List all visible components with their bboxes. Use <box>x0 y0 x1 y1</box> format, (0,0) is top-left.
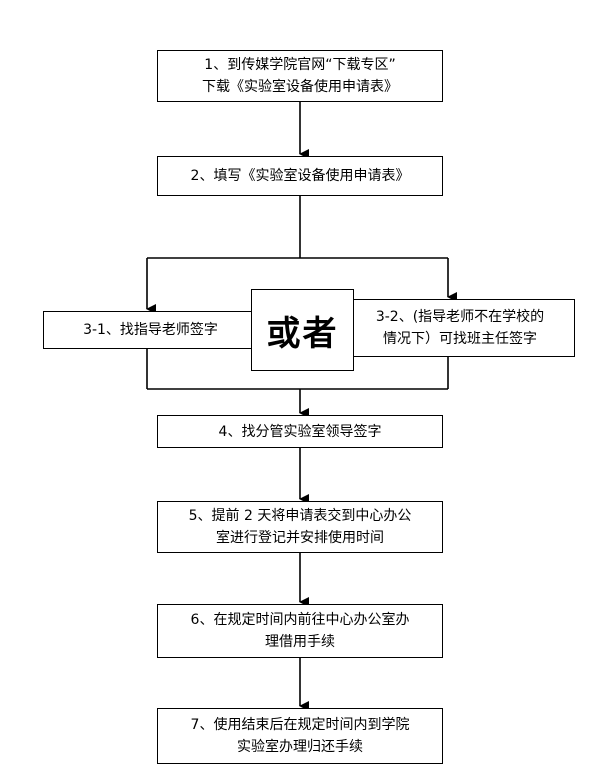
step4-line1: 4、找分管实验室领导签字 <box>218 423 382 440</box>
step7-line1: 7、使用结束后在规定时间内到学院 <box>190 717 410 733</box>
step4-box: 4、找分管实验室领导签字 <box>157 415 443 448</box>
step6-line2: 理借用手续 <box>264 634 335 650</box>
step3-2-line2: 情况下）可找班主任签字 <box>382 331 537 347</box>
or-label: 或者 <box>266 313 339 354</box>
step7-line2: 实验室办理归还手续 <box>236 739 363 755</box>
step6-line1: 6、在规定时间内前往中心办公室办 <box>190 612 410 628</box>
step3-1-box: 3-1、找指导老师签字 <box>43 311 258 349</box>
step3-1-line1: 3-1、找指导老师签字 <box>83 322 218 338</box>
step5-box: 5、提前 2 天将申请表交到中心办公 室进行登记并安排使用时间 <box>157 501 443 553</box>
step5-line1: 5、提前 2 天将申请表交到中心办公 <box>188 508 412 524</box>
or-label-box: 或者 <box>251 289 354 371</box>
step5-line2: 室进行登记并安排使用时间 <box>216 530 384 546</box>
step3-2-line1: 3-2、(指导老师不在学校的 <box>375 309 545 325</box>
step7-box: 7、使用结束后在规定时间内到学院 实验室办理归还手续 <box>157 708 443 764</box>
step6-box: 6、在规定时间内前往中心办公室办 理借用手续 <box>157 604 443 658</box>
step2-line1: 2、填写《实验室设备使用申请表》 <box>190 168 410 184</box>
step2-box: 2、填写《实验室设备使用申请表》 <box>157 156 443 196</box>
step1-line2: 下载《实验室设备使用申请表》 <box>202 79 398 95</box>
step1-line1: 1、到传媒学院官网“下载专区” <box>204 57 396 73</box>
step3-2-box: 3-2、(指导老师不在学校的 情况下）可找班主任签字 <box>345 299 575 357</box>
step1-box: 1、到传媒学院官网“下载专区” 下载《实验室设备使用申请表》 <box>157 50 443 102</box>
